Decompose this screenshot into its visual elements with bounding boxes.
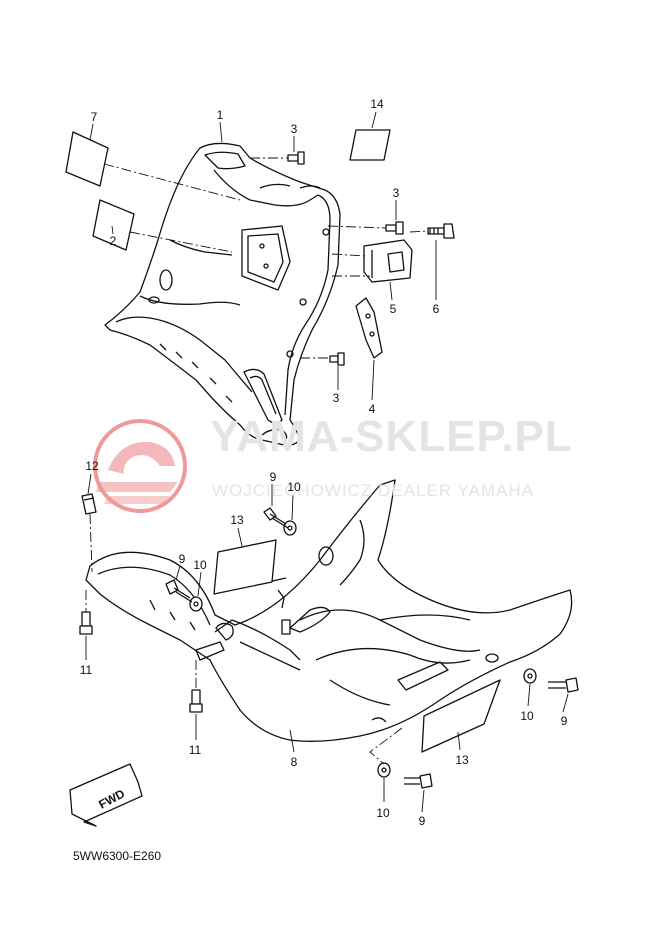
graphic-part-13-right (421, 679, 501, 753)
bolt-part-9-d (548, 677, 579, 693)
part-number-2[interactable]: 2 (109, 234, 117, 248)
leader-line (197, 571, 202, 597)
leader-line (369, 727, 403, 765)
diagram-code: 5WW6300-E260 (73, 849, 162, 863)
screw-part-3-top (287, 151, 305, 165)
watermark-subtitle: WOJCIECHOWICZ DEALER YAMAHA (212, 481, 535, 500)
part-number-7[interactable]: 7 (90, 110, 98, 124)
screw-part-6 (427, 223, 455, 239)
part-number-4[interactable]: 4 (368, 402, 376, 416)
leader-line (527, 683, 531, 707)
part-number-11[interactable]: 11 (188, 743, 202, 757)
hook-part-5 (363, 239, 413, 283)
leader-line (371, 359, 375, 401)
part-number-3[interactable]: 3 (290, 122, 298, 136)
leader-line (371, 111, 377, 129)
part-number-13[interactable]: 13 (230, 513, 244, 527)
leg-shield-outline (104, 142, 341, 446)
label-part-2 (92, 199, 135, 251)
nut-part-12 (81, 493, 97, 515)
part-number-9[interactable]: 9 (418, 814, 426, 828)
screw-part-3-low (329, 352, 345, 366)
leader-line (87, 473, 92, 495)
part-number-5[interactable]: 5 (389, 302, 397, 316)
part-number-12[interactable]: 12 (85, 459, 99, 473)
graphic-part-13-left (213, 539, 277, 595)
screw-part-3-mid (385, 221, 404, 235)
leader-line (219, 121, 223, 143)
bolt-part-9-b (165, 579, 193, 603)
part-number-10[interactable]: 10 (287, 480, 301, 494)
part-number-3[interactable]: 3 (332, 391, 340, 405)
washer-part-10-d (523, 668, 537, 684)
washer-part-10-a (283, 520, 297, 536)
part-number-10[interactable]: 10 (376, 806, 390, 820)
leader-line (129, 231, 233, 253)
watermark-title: YAMA-SKLEP.PL (210, 412, 573, 461)
part-number-1[interactable]: 1 (216, 108, 224, 122)
leader-line (89, 123, 94, 141)
stay-part-4 (355, 297, 383, 359)
leader-line (175, 565, 181, 581)
part-number-3[interactable]: 3 (392, 186, 400, 200)
fwd-arrow (69, 763, 143, 827)
leader-line (89, 513, 93, 573)
leader-line (103, 163, 241, 201)
part-number-8[interactable]: 8 (290, 755, 298, 769)
footrest-board-outline (85, 479, 573, 742)
part-number-14[interactable]: 14 (370, 97, 384, 111)
part-number-9[interactable]: 9 (269, 470, 277, 484)
part-number-6[interactable]: 6 (432, 302, 440, 316)
leader-line (389, 281, 393, 301)
screw-part-11-a (79, 611, 93, 635)
label-part-14 (349, 129, 391, 161)
leader-line (111, 225, 114, 235)
part-number-9[interactable]: 9 (560, 714, 568, 728)
leader-line (237, 527, 243, 547)
part-number-10[interactable]: 10 (193, 558, 207, 572)
label-part-7 (65, 131, 109, 187)
washer-part-10-b (189, 596, 203, 612)
part-number-13[interactable]: 13 (455, 753, 469, 767)
washer-part-10-c (377, 762, 391, 778)
part-number-10[interactable]: 10 (520, 709, 534, 723)
screw-part-11-b (189, 689, 203, 713)
bolt-part-9-c (404, 773, 433, 789)
leader-line (421, 789, 425, 813)
watermark-logo (93, 419, 187, 513)
leader-line (327, 225, 387, 229)
leader-line (331, 253, 367, 257)
bolt-part-9-a (263, 507, 289, 529)
part-number-11[interactable]: 11 (79, 663, 93, 677)
leader-line (289, 729, 295, 753)
leader-line (457, 731, 461, 751)
leader-line (291, 493, 294, 521)
part-number-9[interactable]: 9 (178, 552, 186, 566)
leader-line (562, 693, 569, 713)
leader-line (409, 230, 429, 233)
